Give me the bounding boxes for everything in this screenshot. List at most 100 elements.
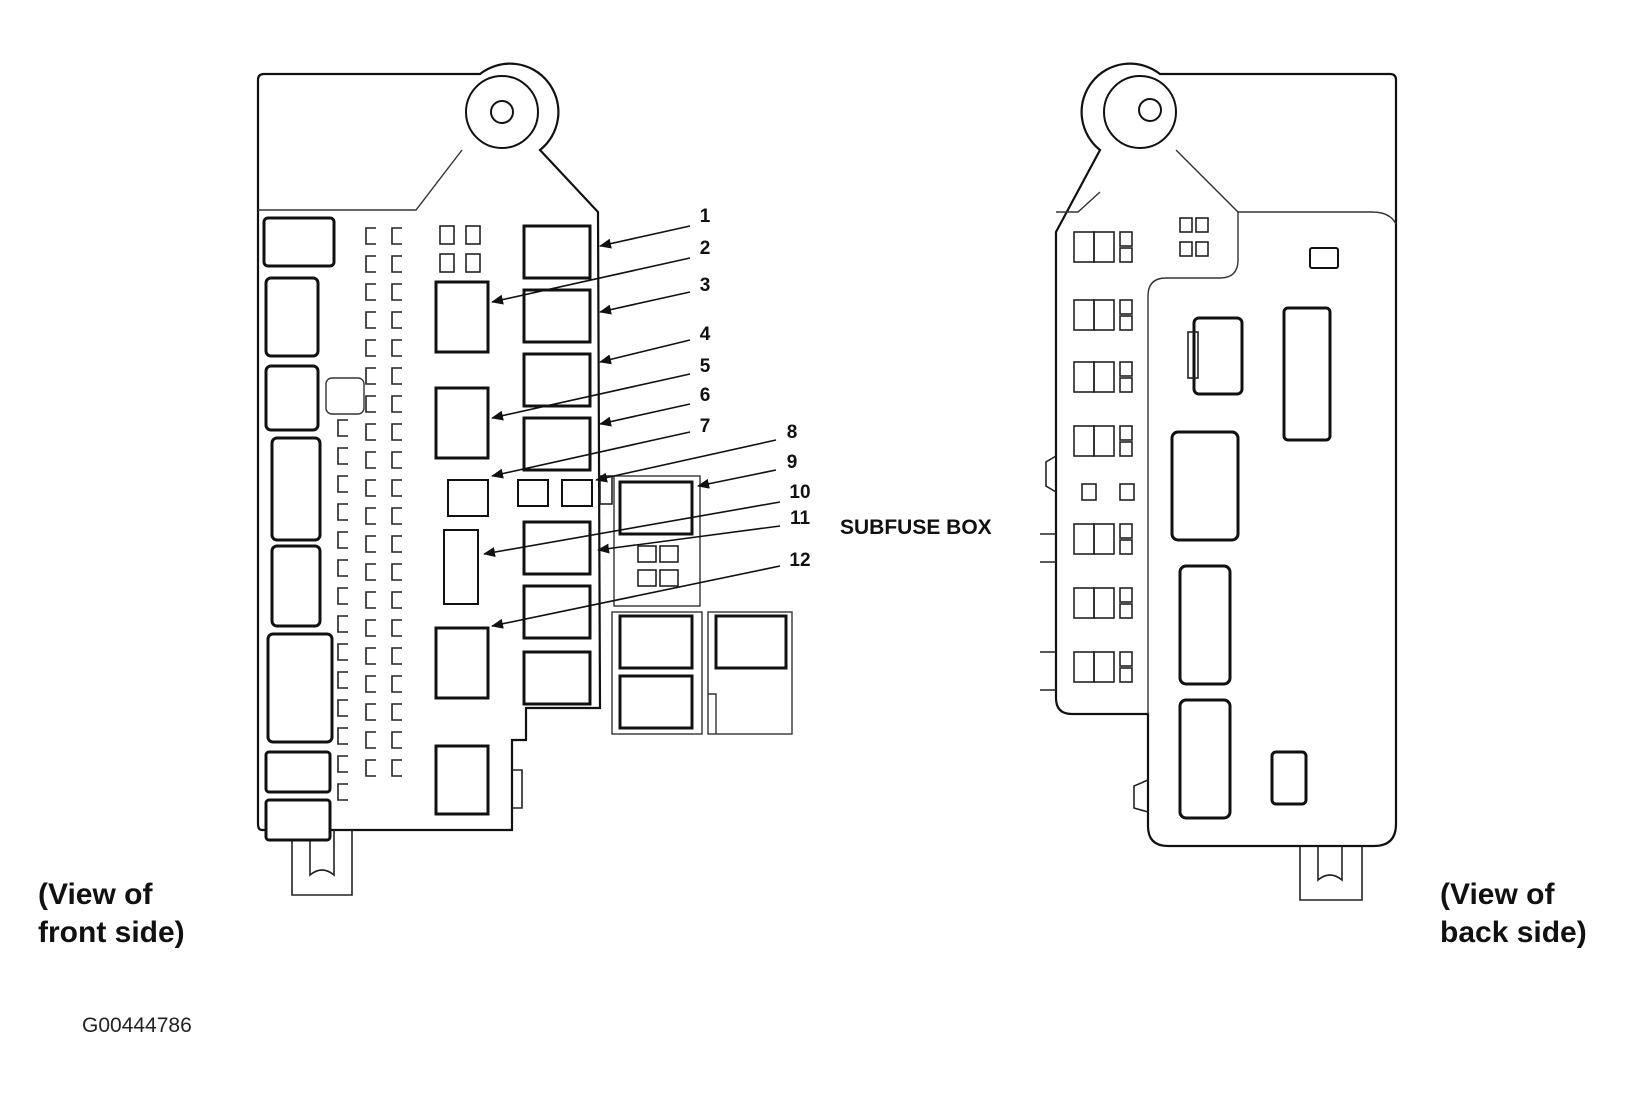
connector-25 — [264, 276, 320, 358]
fuse-slot — [337, 419, 348, 437]
subfuse-box — [599, 475, 701, 607]
relay-1 — [522, 224, 592, 280]
fuse-slot — [391, 675, 402, 693]
connector-24 — [264, 364, 320, 432]
subfuse-small-fuse — [659, 569, 679, 587]
back-inner-panel-edge — [1147, 212, 1239, 714]
front-small-fuse — [465, 253, 481, 273]
fuse-slot — [365, 339, 376, 357]
callout-9: 9 — [787, 452, 798, 473]
leader-line-3 — [599, 291, 691, 315]
back-fuse-slot — [1119, 539, 1133, 555]
front-fuse-box — [256, 62, 793, 896]
subfuse-box-frame — [613, 475, 701, 607]
fuse-slot — [337, 727, 348, 745]
back-fuse-slot — [1119, 231, 1133, 247]
fuse-slot — [365, 731, 376, 749]
leader-line-11 — [597, 525, 781, 554]
connector-27 — [1309, 247, 1339, 269]
fuse-slot — [391, 311, 402, 329]
back-fuse-slot — [1073, 299, 1095, 331]
fuse-slot — [391, 255, 402, 273]
fuse-slot — [391, 423, 402, 441]
connector-33 — [1192, 316, 1244, 396]
back-fuse-slot — [1081, 483, 1097, 501]
back-fuse-slot — [1073, 587, 1095, 619]
back-housing-outline — [1054, 62, 1398, 848]
relay-4 — [522, 352, 592, 408]
fuse-slot — [391, 507, 402, 525]
back-fuse-slot — [1073, 425, 1095, 457]
callout-3: 3 — [700, 275, 711, 296]
callout-5: 5 — [700, 356, 711, 377]
fuse-slot — [365, 283, 376, 301]
callout-11: 11 — [790, 508, 811, 529]
back-fuse-slot — [1093, 361, 1115, 393]
fuse-slot — [391, 759, 402, 777]
back-fuse-slot — [1119, 425, 1133, 441]
fuse-slot — [391, 731, 402, 749]
fuse-slot — [337, 615, 348, 633]
connector-33-latch — [1187, 331, 1199, 379]
fuse-slot — [337, 447, 348, 465]
fuse-slot — [391, 619, 402, 637]
back-fuse-slot — [1073, 361, 1095, 393]
fuse-slot — [337, 755, 348, 773]
back-mount-hole — [1138, 98, 1162, 122]
back-fuse-slot — [1119, 361, 1133, 377]
fuse-slot — [337, 699, 348, 717]
connector-22 — [270, 544, 322, 628]
relay-18 — [434, 744, 490, 816]
subfuse-side-tab — [599, 475, 613, 505]
back-side-clip — [1040, 651, 1056, 691]
fuse-slot — [337, 671, 348, 689]
front-side-clip — [512, 769, 523, 809]
callout-12: 12 — [789, 550, 810, 571]
front-caption-line1: (View of — [38, 878, 153, 911]
back-fuse-slot — [1119, 587, 1133, 603]
callout-6: 6 — [700, 385, 711, 406]
fuse-slot — [365, 703, 376, 721]
front-mount-hole — [490, 100, 514, 124]
leader-line-8 — [595, 439, 777, 483]
fuse-slot — [391, 563, 402, 581]
back-caption-line2: back side) — [1440, 916, 1587, 949]
fuse-slot — [391, 479, 402, 497]
front-housing-outline — [256, 62, 602, 832]
back-upper-panel-edge — [1056, 149, 1397, 225]
back-side-clip — [1045, 455, 1057, 493]
back-fuse-slot — [1119, 299, 1133, 315]
back-fuse-slot — [1093, 587, 1115, 619]
leader-line-5 — [491, 373, 691, 421]
relay-5 — [434, 386, 490, 460]
connector-19 — [264, 798, 332, 842]
relay-9 — [618, 480, 694, 536]
back-fuse-slots — [1073, 231, 1135, 683]
fuse-slot — [337, 531, 348, 549]
back-caption-line1: (View of — [1440, 878, 1555, 911]
fuse-slot — [365, 395, 376, 413]
connector-23 — [270, 436, 322, 542]
connector-28 — [1282, 306, 1332, 442]
relay-16 — [714, 614, 788, 670]
back-mount-hole-outer — [1103, 75, 1177, 149]
fuse-slot — [365, 367, 376, 385]
fuse-slot — [391, 703, 402, 721]
leader-line-10 — [483, 501, 781, 558]
back-small-fuse — [1179, 217, 1193, 233]
back-fuse-slot — [1119, 603, 1133, 619]
back-fuse-slot — [1119, 377, 1133, 393]
fuse-slot — [365, 759, 376, 777]
back-fuse-slot — [1073, 523, 1095, 555]
connector-32 — [1170, 430, 1240, 542]
connector-30 — [1178, 698, 1232, 820]
fuse-slot — [365, 619, 376, 637]
connector-8-left — [517, 479, 549, 507]
fuse-slot — [391, 227, 402, 245]
relay-14 — [522, 650, 592, 706]
back-fuse-slot — [1093, 651, 1115, 683]
front-small-fuse — [465, 225, 481, 245]
front-foot-notch — [309, 830, 335, 877]
leader-line-6 — [599, 403, 691, 427]
